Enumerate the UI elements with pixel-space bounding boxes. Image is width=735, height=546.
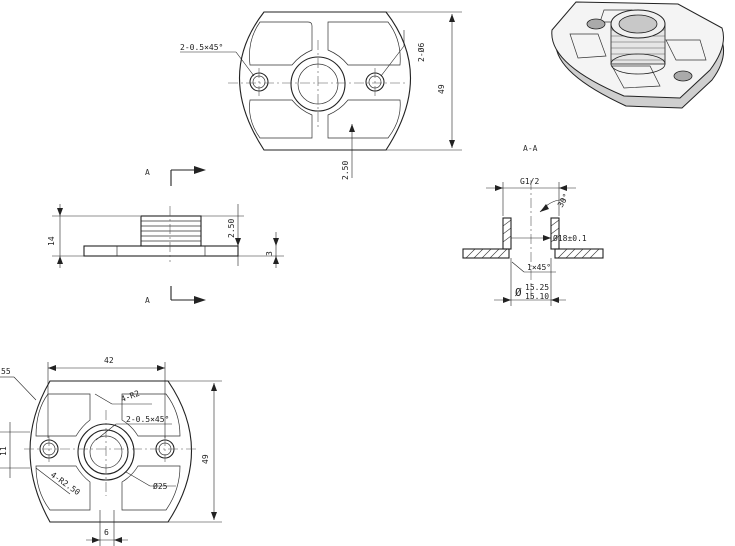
- thread-angle-label: 30°: [556, 192, 571, 209]
- bore-upper-label: 15.25: [525, 283, 549, 292]
- side-plate-label: 3: [265, 251, 274, 256]
- diameter-glyph: Ø: [515, 286, 522, 299]
- bottom-hole-label: Ø25: [153, 481, 168, 491]
- section-title: A-A: [523, 144, 538, 153]
- thread-spec-label: G1/2: [520, 177, 539, 186]
- bottom-slot-label: 6: [104, 528, 109, 537]
- isometric-view: [551, 1, 725, 109]
- section-a-bottom: A: [145, 296, 150, 305]
- section-a-left: A: [145, 168, 150, 177]
- top-window-bl: [249, 99, 313, 139]
- bottom-radius2-label: 4-R2: [120, 389, 141, 404]
- top-view: 49 2-0.5×45° 2-Ø6 2.50: [180, 11, 462, 180]
- side-thread-step-label: 2.50: [227, 219, 236, 238]
- bore-chamfer-label: 1×45°: [527, 263, 551, 272]
- bottom-chamfer-label: 2-0.5×45°: [126, 415, 169, 424]
- top-window-br: [327, 99, 401, 139]
- bottom-corner-label: 55: [1, 367, 11, 376]
- bore-tolerance-label: Ø18±0.1: [553, 233, 587, 243]
- arrow-right-icon: [194, 166, 206, 174]
- top-offset-label: 2.50: [341, 161, 350, 180]
- bottom-view: 42 55 49 11 4-R2 2-0.5×45° 4-R2.50 Ø25: [0, 356, 222, 546]
- side-view: 14 2.50 3: [47, 204, 284, 268]
- section-a-a: A-A G1/2 30°: [462, 144, 604, 306]
- bore-lower-label: 15.10: [525, 292, 549, 301]
- side-plate: [83, 245, 239, 257]
- top-height-label: 49: [437, 84, 446, 94]
- top-chamfer-label: 2-0.5×45°: [180, 43, 223, 52]
- section-markers: A A: [145, 166, 206, 305]
- iso-hole-left: [586, 18, 606, 30]
- bottom-height-label: 49: [201, 454, 210, 464]
- arrow-right-icon: [194, 296, 206, 304]
- bottom-radius50-label: 4-R2.50: [49, 470, 82, 497]
- iso-hole-right: [673, 70, 693, 82]
- top-window-tl: [249, 21, 313, 66]
- bottom-side-label: 11: [0, 446, 8, 456]
- top-center-ring-outer: [290, 56, 346, 112]
- side-total-height-label: 14: [47, 236, 56, 246]
- bottom-width-label: 42: [104, 356, 114, 365]
- top-window-tr: [327, 21, 401, 66]
- top-holes-label: 2-Ø6: [416, 43, 426, 62]
- iso-boss-bore: [618, 14, 658, 34]
